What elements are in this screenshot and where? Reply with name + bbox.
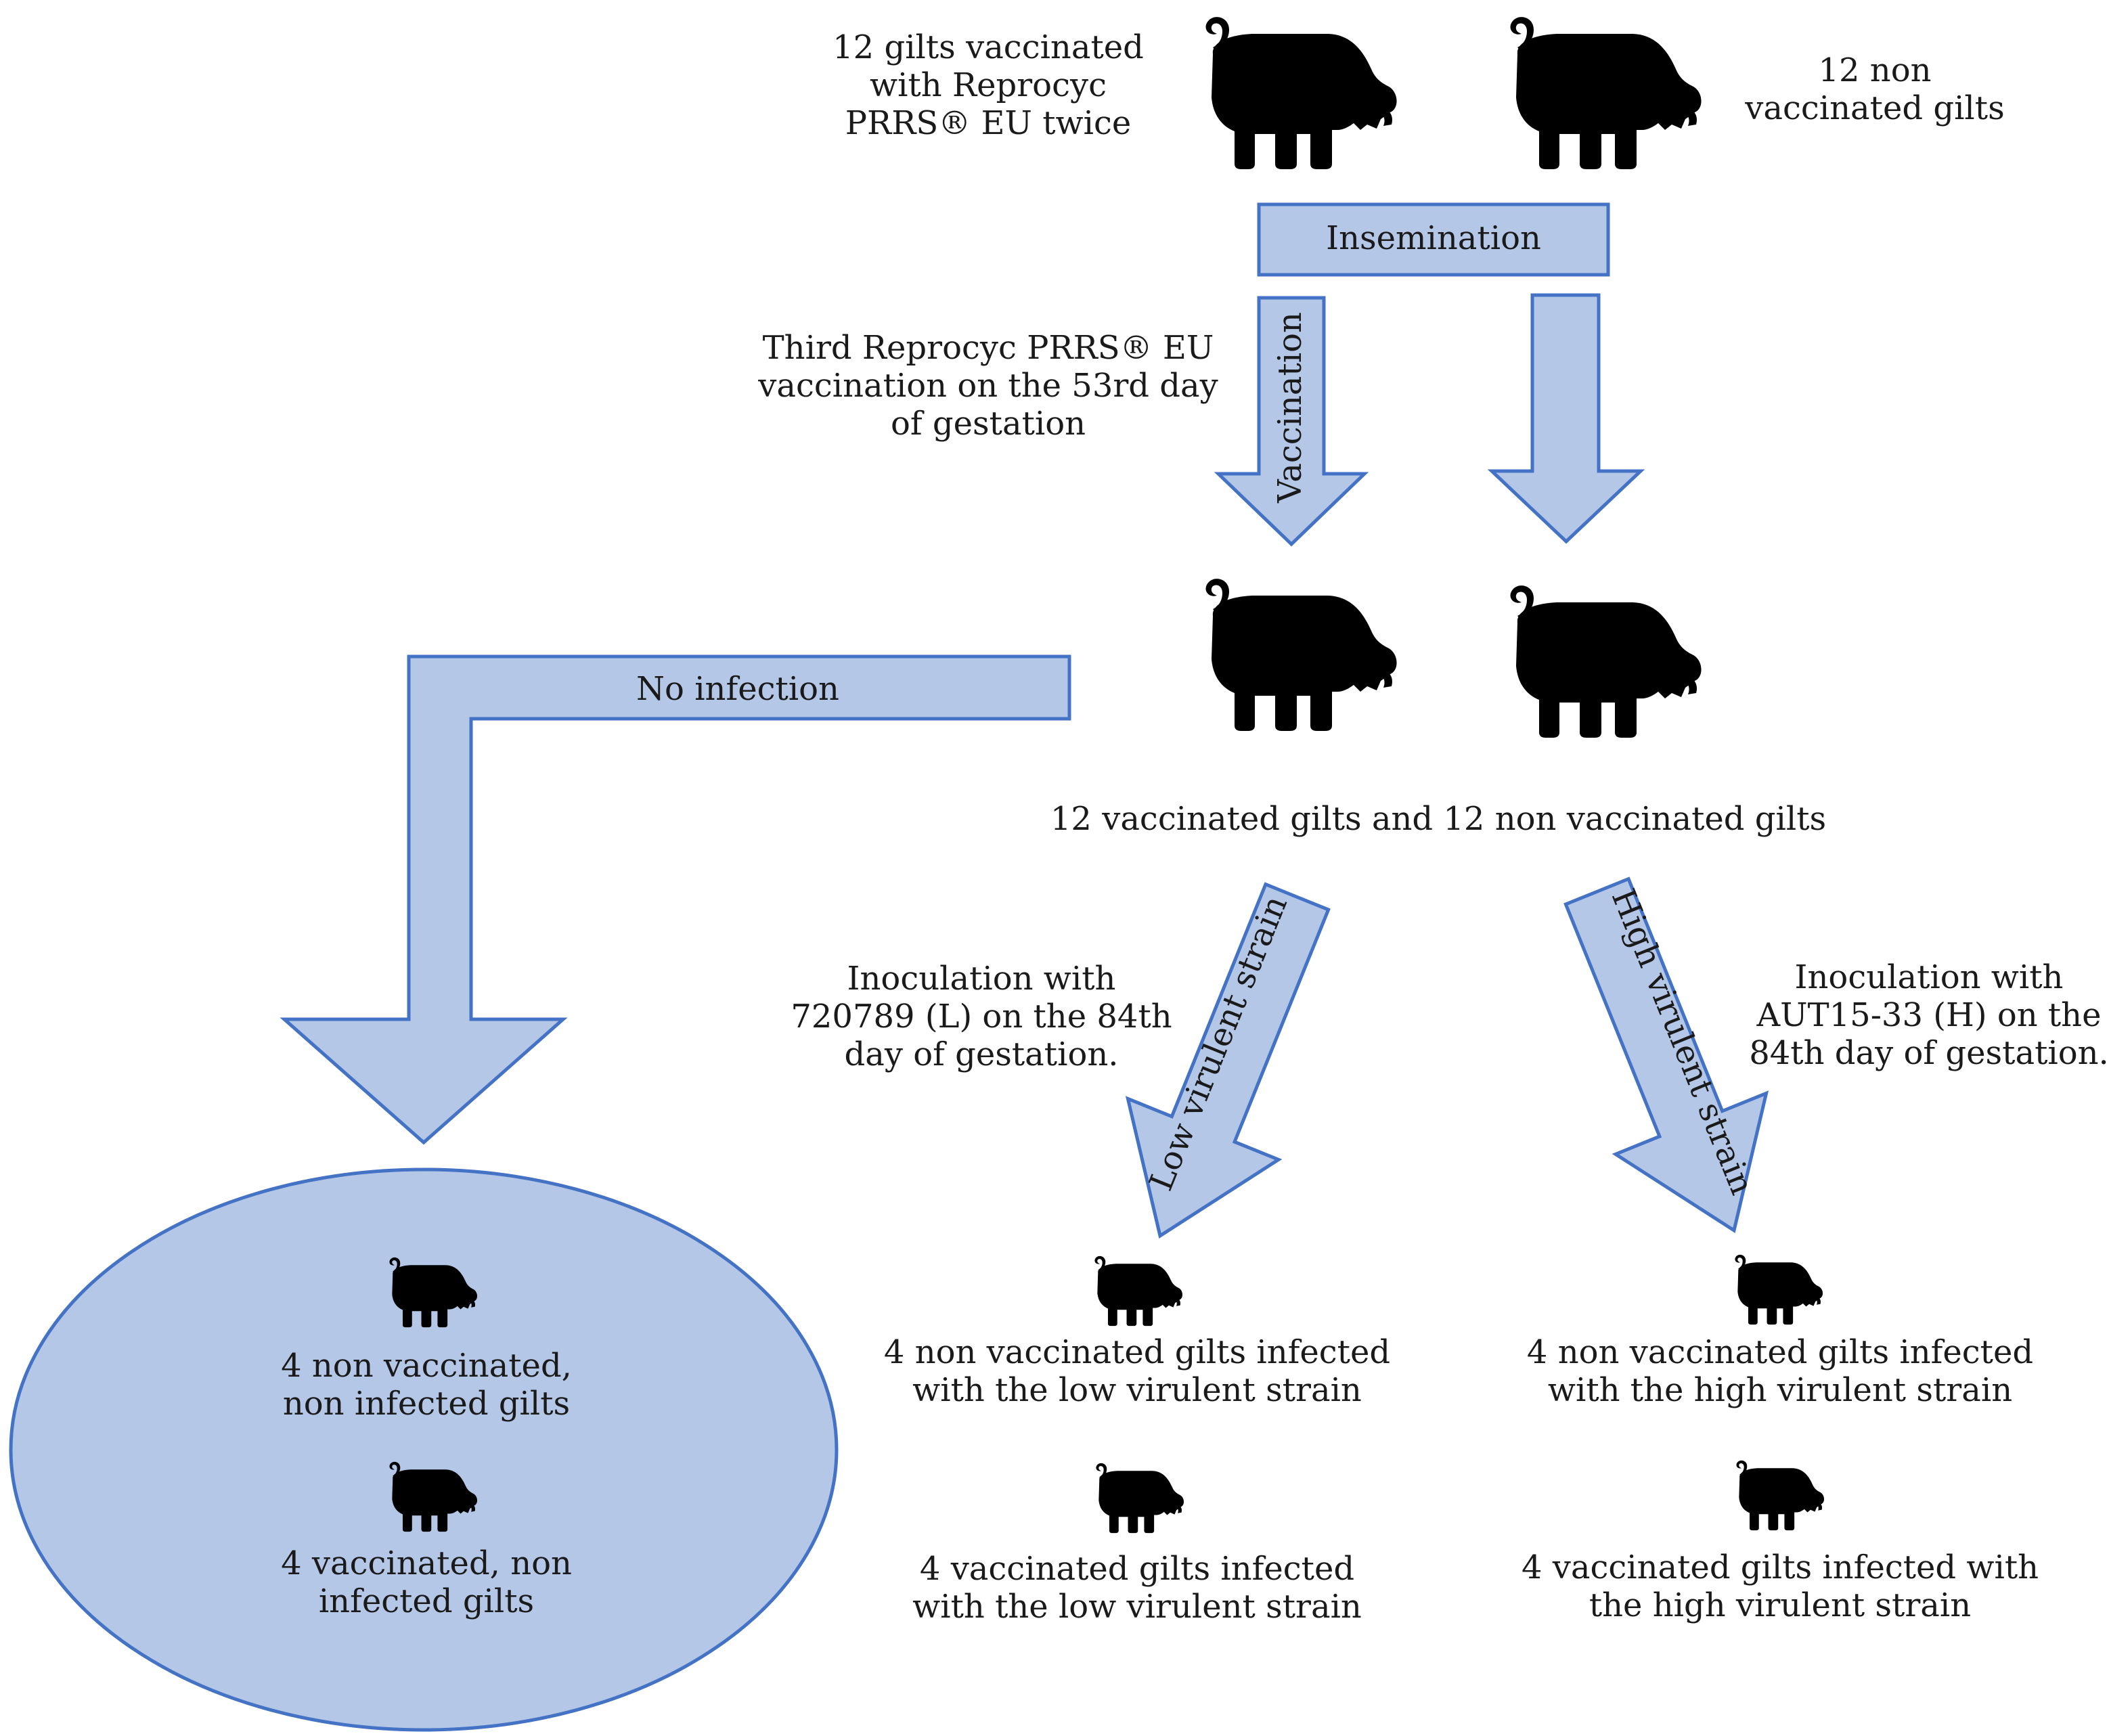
non-vaccinated-arrow [1487, 293, 1645, 544]
pig-icon [1735, 1254, 1823, 1325]
third-vaccination-label: Third Reprocyc PRRS® EU vaccination on t… [758, 329, 1218, 443]
low-virulent-strain-arrow [1125, 882, 1331, 1239]
pig-icon [1510, 17, 1702, 169]
pig-icon [1510, 585, 1702, 738]
insemination-box [1257, 202, 1610, 277]
high-non-vaccinated-group-label: 4 non vaccinated gilts infected with the… [1526, 1333, 2034, 1410]
control-vaccinated-label: 4 vaccinated, non infected gilts [281, 1544, 572, 1621]
no-infection-arrow [280, 654, 1071, 1145]
pig-icon [1205, 17, 1397, 169]
control-non-vaccinated-label: 4 non vaccinated, non infected gilts [281, 1347, 572, 1423]
insemination-label: Insemination [1326, 219, 1541, 257]
low-non-vaccinated-group-label: 4 non vaccinated gilts infected with the… [883, 1333, 1391, 1410]
high-vaccinated-group-label: 4 vaccinated gilts infected with the hig… [1521, 1549, 2039, 1625]
no-infection-label: No infection [636, 670, 839, 708]
low-inoculation-label: Inoculation with 720789 (L) on the 84th … [791, 960, 1172, 1074]
pig-icon [1094, 1255, 1183, 1327]
pig-icon [1736, 1460, 1825, 1531]
vaccinated-gilts-label: 12 gilts vaccinated with Reprocyc PRRS® … [832, 28, 1144, 143]
high-virulent-strain-arrow [1563, 876, 1769, 1234]
non-vaccinated-gilts-label: 12 non vaccinated gilts [1745, 51, 2005, 128]
pig-icon [1096, 1463, 1184, 1534]
vaccination-arrow-label: Vaccination [1271, 312, 1309, 503]
vaccination-arrow [1214, 296, 1369, 547]
high-inoculation-label: Inoculation with AUT15-33 (H) on the 84t… [1749, 958, 2109, 1073]
middle-group-label: 12 vaccinated gilts and 12 non vaccinate… [1050, 800, 1827, 838]
low-vaccinated-group-label: 4 vaccinated gilts infected with the low… [912, 1550, 1362, 1626]
control-group-ellipse [9, 1167, 839, 1732]
